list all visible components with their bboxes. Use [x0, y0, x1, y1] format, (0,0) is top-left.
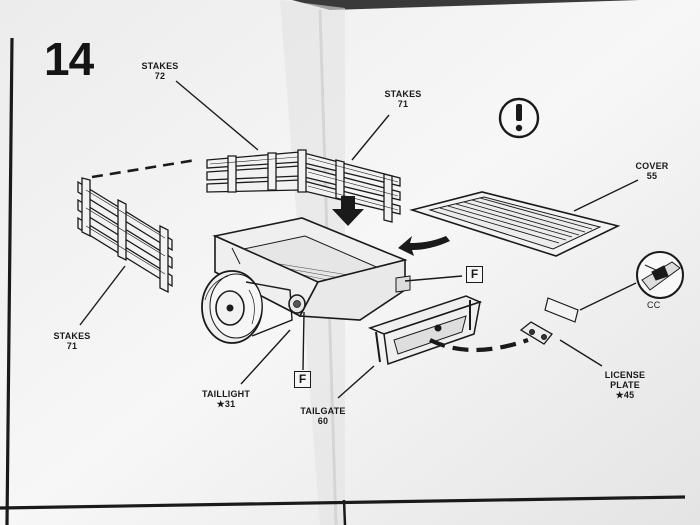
- label-cover: COVER 55: [630, 161, 674, 181]
- label-tailgate: TAILGATE 60: [297, 406, 349, 426]
- label-stakes-71-left: STAKES 71: [50, 331, 94, 351]
- tailgate-60-part: [367, 295, 483, 366]
- label-license-plate: LICENSE PLATE ★45: [600, 370, 650, 400]
- label-stakes-72-part: 72: [154, 71, 166, 81]
- label-tailgate-name: TAILGATE: [300, 406, 346, 416]
- label-taillight-part: ★31: [216, 399, 236, 409]
- label-stakes-72: STAKES 72: [138, 61, 182, 81]
- finish-marker-f-taillight: F: [294, 371, 311, 388]
- down-arrow-icon: [332, 196, 364, 226]
- leader-lines: [79, 80, 639, 399]
- stakes-71-top-part: [206, 149, 401, 223]
- license-plate-part: [519, 321, 553, 345]
- frame-divider-line: [342, 499, 347, 525]
- label-cement: CC: [647, 300, 661, 310]
- decal-part: [544, 297, 579, 323]
- label-cover-part: 55: [646, 171, 658, 181]
- label-stakes-71-top-part: 71: [397, 99, 409, 109]
- label-stakes-71-left-name: STAKES: [53, 331, 91, 341]
- label-stakes-72-name: STAKES: [141, 61, 179, 71]
- label-stakes-71-left-part: 71: [66, 341, 78, 351]
- label-stakes-71-top-name: STAKES: [384, 89, 422, 99]
- label-stakes-71-top: STAKES 71: [381, 89, 425, 109]
- label-license-plate-name2: PLATE: [610, 380, 640, 390]
- frame-bottom-line: [0, 495, 686, 510]
- label-taillight: TAILLIGHT ★31: [198, 389, 254, 409]
- stakes-72-part: [77, 177, 173, 294]
- label-cover-name: COVER: [635, 161, 669, 171]
- cement-icon: [636, 251, 684, 299]
- step-number: 14: [44, 33, 94, 85]
- curved-arrow-icon: [398, 236, 450, 256]
- frame-left-line: [5, 37, 14, 525]
- label-tailgate-part: 60: [317, 416, 329, 426]
- label-license-plate-part: ★45: [615, 390, 635, 400]
- finish-marker-f-bed: F: [466, 266, 483, 283]
- taillight-part: [288, 294, 306, 314]
- label-license-plate-name: LICENSE: [604, 370, 646, 380]
- cover-55-part: [409, 191, 621, 257]
- label-taillight-name: TAILLIGHT: [201, 389, 251, 399]
- wheel-part: [201, 270, 293, 344]
